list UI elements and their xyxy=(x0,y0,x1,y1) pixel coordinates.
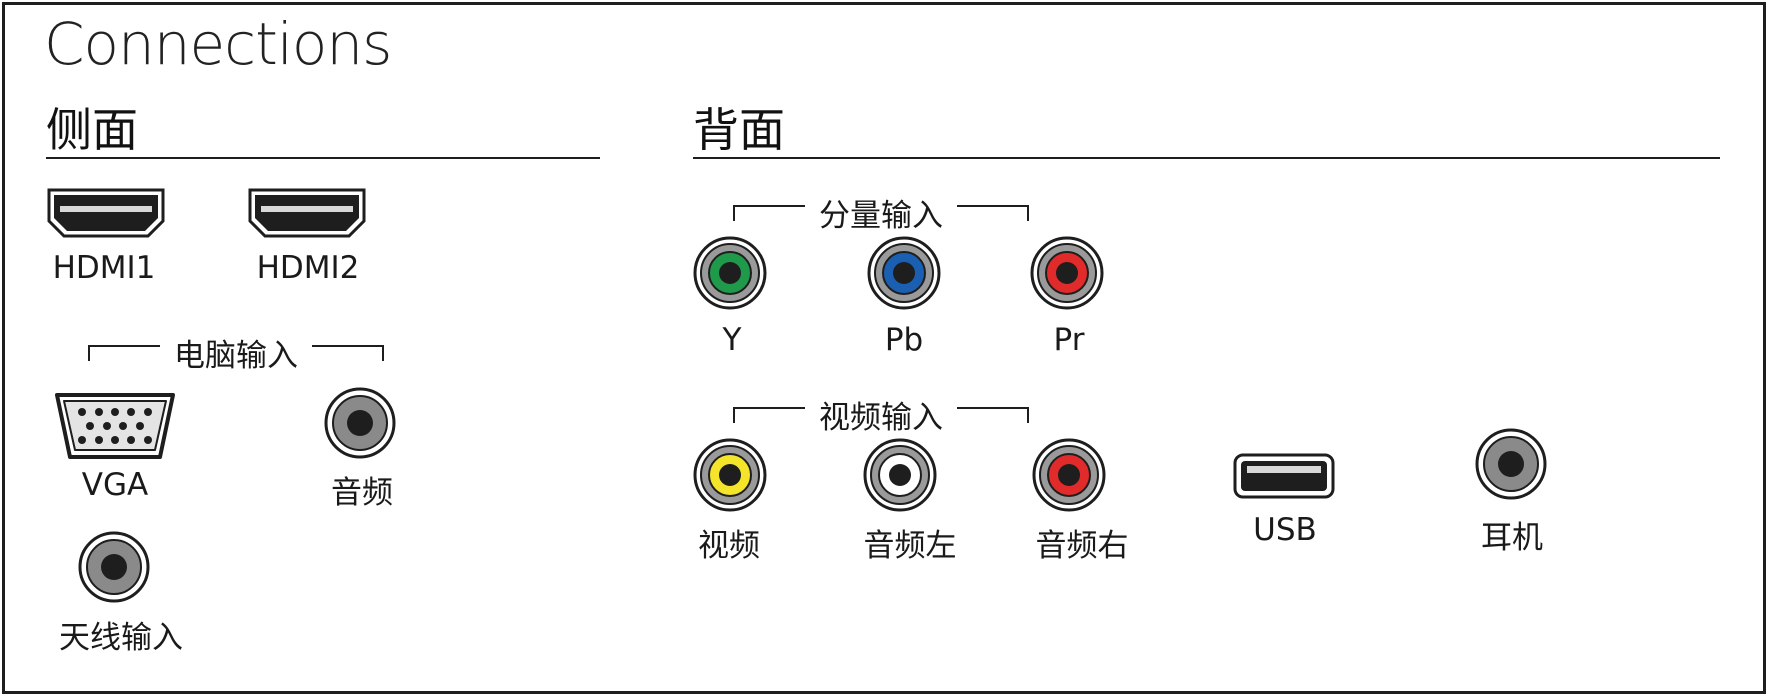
pr-label: Pr xyxy=(1053,322,1085,358)
bracket-left xyxy=(88,344,160,361)
bracket-left xyxy=(733,406,805,423)
component-input-group: 分量输入 xyxy=(733,190,1029,235)
y-jack-icon[interactable] xyxy=(692,235,768,311)
side-heading: 侧面 xyxy=(46,103,138,157)
pb-jack-icon[interactable] xyxy=(866,235,942,311)
usb-port-icon[interactable] xyxy=(1232,452,1336,500)
antenna-jack-icon[interactable] xyxy=(78,531,150,603)
audio-right-label: 音频右 xyxy=(1035,528,1129,564)
bracket-right xyxy=(312,344,384,361)
y-label: Y xyxy=(722,322,742,358)
audio-left-label: 音频左 xyxy=(863,528,957,564)
pr-jack-icon[interactable] xyxy=(1029,235,1105,311)
hdmi2-label: HDMI2 xyxy=(256,250,360,286)
hdmi2-port-icon[interactable] xyxy=(247,187,367,239)
headphone-label: 耳机 xyxy=(1481,520,1543,556)
page-title: Connections xyxy=(44,10,392,78)
hdmi1-label: HDMI1 xyxy=(52,250,156,286)
usb-label: USB xyxy=(1253,512,1317,548)
pb-label: Pb xyxy=(884,322,924,358)
bracket-right xyxy=(957,406,1029,423)
video-input-group: 视频输入 xyxy=(733,392,1029,437)
vga-port-icon[interactable] xyxy=(52,390,178,462)
pc-input-group-label: 电脑输入 xyxy=(174,338,298,374)
video-input-group-label: 视频输入 xyxy=(819,400,943,436)
bracket-right xyxy=(957,204,1029,221)
bracket-left xyxy=(733,204,805,221)
antenna-label: 天线输入 xyxy=(59,620,183,656)
back-divider xyxy=(693,157,1720,159)
headphone-jack-icon[interactable] xyxy=(1475,428,1547,500)
pc-audio-label: 音频 xyxy=(331,475,393,511)
pc-audio-jack-icon[interactable] xyxy=(324,387,396,459)
video-label: 视频 xyxy=(698,528,760,564)
audio-left-jack-icon[interactable] xyxy=(862,437,938,513)
hdmi1-port-icon[interactable] xyxy=(46,187,166,239)
component-input-group-label: 分量输入 xyxy=(819,198,943,234)
vga-label: VGA xyxy=(81,467,149,503)
back-heading: 背面 xyxy=(693,103,785,157)
pc-input-group: 电脑输入 xyxy=(88,330,384,375)
video-jack-icon[interactable] xyxy=(692,437,768,513)
side-divider xyxy=(46,157,600,159)
audio-right-jack-icon[interactable] xyxy=(1031,437,1107,513)
